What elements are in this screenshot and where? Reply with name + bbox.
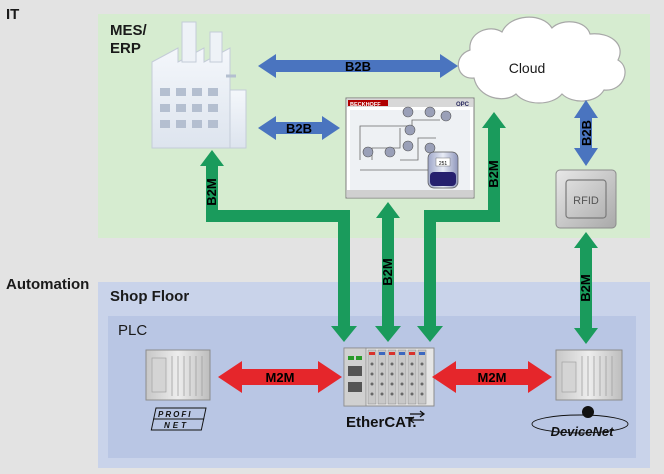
it-label: IT xyxy=(6,6,20,23)
m2m-label-left: M2M xyxy=(266,370,295,385)
b2b-label-cloud-rfid: B2B xyxy=(579,120,594,146)
b2b-label-mes-scada: B2B xyxy=(286,121,312,136)
m2m-arrow-left: M2M xyxy=(218,361,342,393)
automation-label: Automation xyxy=(6,276,90,293)
cloud-icon xyxy=(457,16,626,104)
b2m-label-rfid: B2M xyxy=(578,274,593,301)
b2m-arrow-scada: B2M xyxy=(375,202,401,342)
left-plc-device xyxy=(145,349,211,401)
b2m-label-scada: B2M xyxy=(380,258,395,285)
b2b-label-mes-cloud: B2B xyxy=(345,59,371,74)
b2m-arrow-cloud: B2M xyxy=(417,112,506,342)
scada-tank-level: 251 xyxy=(439,161,448,167)
profinet-line2: NET xyxy=(164,421,189,430)
rfid-tag xyxy=(555,169,617,229)
factory-icon xyxy=(151,21,247,149)
profinet-line1: PROFI xyxy=(158,410,192,419)
mes-erp-label-line2: ERP xyxy=(110,40,141,57)
profinet-logo xyxy=(150,407,207,431)
right-plc-device xyxy=(555,349,623,401)
cloud-label: Cloud xyxy=(509,60,546,76)
ethercat-logo: EtherCAT. xyxy=(346,414,417,431)
ethercat-io-terminals xyxy=(343,347,435,407)
b2m-label-cloud: B2M xyxy=(486,160,501,187)
mes-erp-label-line1: MES/ xyxy=(110,22,147,39)
b2b-arrow-cloud-rfid: B2B xyxy=(574,100,598,166)
b2b-arrow-mes-scada: B2B xyxy=(258,116,340,140)
m2m-label-right: M2M xyxy=(478,370,507,385)
b2m-arrow-mes: B2M xyxy=(200,150,357,342)
scada-opc: OPC xyxy=(456,102,470,108)
plc-label: PLC xyxy=(118,322,148,339)
b2m-arrow-rfid: B2M xyxy=(574,232,598,344)
b2m-label-mes: B2M xyxy=(204,178,219,205)
scada-brand: BECKHOFF xyxy=(350,102,381,108)
shop-floor-label: Shop Floor xyxy=(110,288,190,305)
rfid-label: RFID xyxy=(573,195,599,207)
b2b-arrow-mes-cloud: B2B xyxy=(258,54,458,78)
m2m-arrow-right: M2M xyxy=(432,361,552,393)
ethercat-arrows-icon xyxy=(408,410,426,424)
devicenet-label: DeviceNet xyxy=(551,424,615,439)
devicenet-logo xyxy=(531,406,629,434)
scada-screen: BECKHOFF OPC 251 xyxy=(345,97,475,199)
